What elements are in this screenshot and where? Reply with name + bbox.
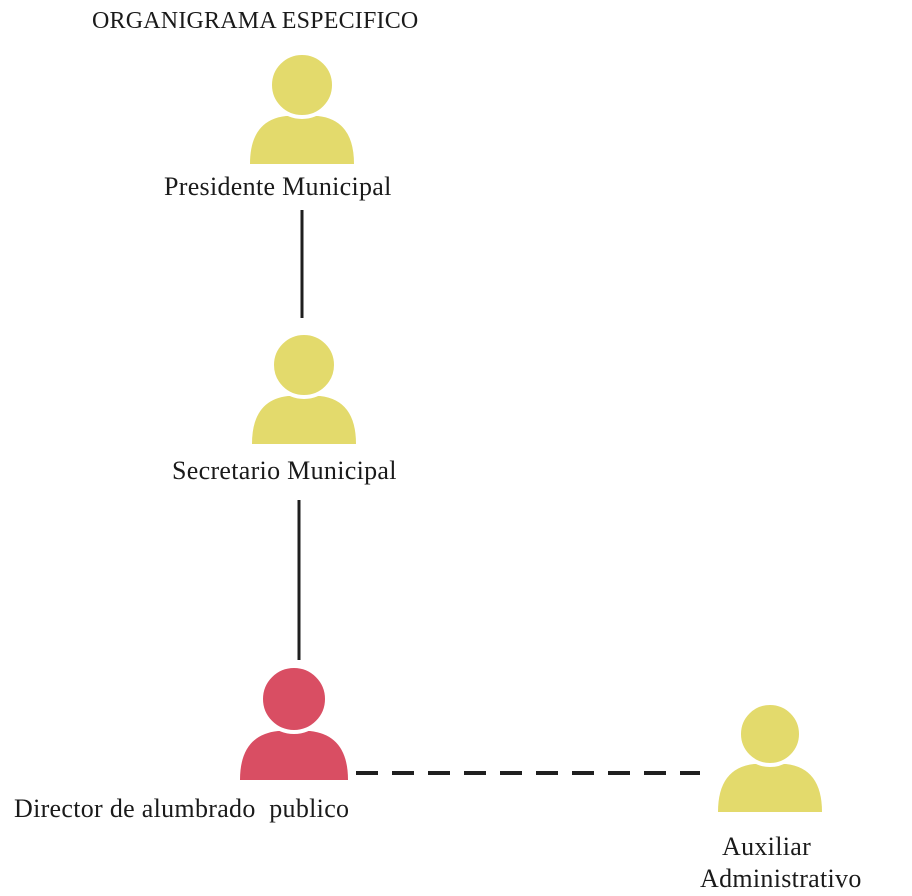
person-icon-director [240, 665, 348, 780]
person-icon-secretario [252, 332, 356, 444]
diagram-title: ORGANIGRAMA ESPECIFICO [92, 8, 419, 34]
node-label-presidente: Presidente Municipal [164, 172, 392, 201]
node-label-director: Director de alumbrado publico [14, 794, 350, 823]
person-icon-presidente [250, 52, 354, 164]
node-label-auxiliar-line2: Administrativo [700, 864, 862, 893]
node-label-secretario: Secretario Municipal [172, 456, 397, 485]
person-icon-auxiliar [718, 702, 822, 812]
node-label-auxiliar-line1: Auxiliar [722, 832, 812, 861]
